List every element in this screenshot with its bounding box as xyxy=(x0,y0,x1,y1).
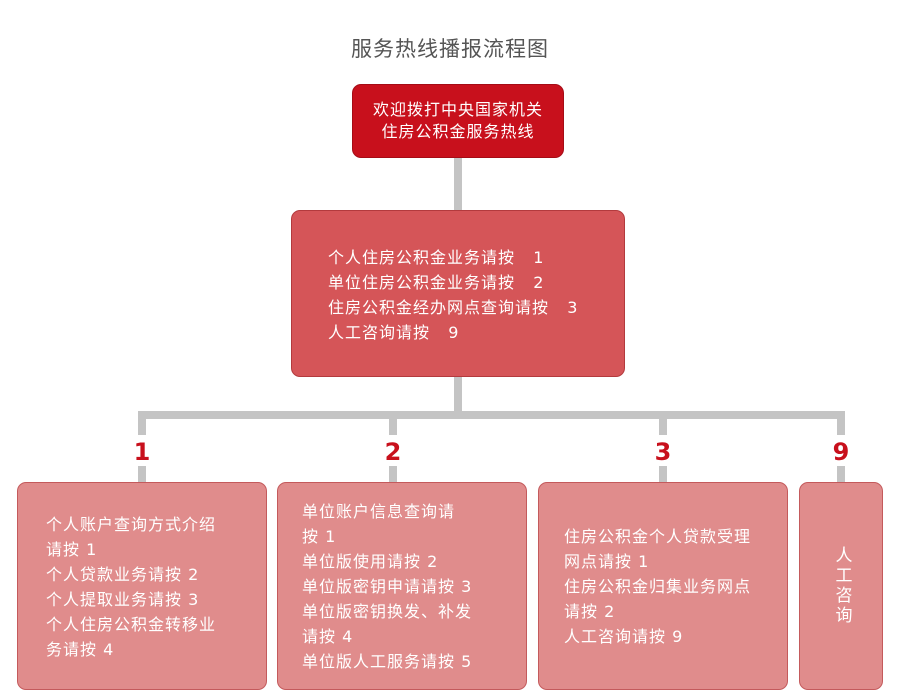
menu-option-outlets: 住房公积金经办网点查询请按 3 xyxy=(328,298,579,317)
connector-horizontal-bus xyxy=(138,411,845,419)
connector-branch-2 xyxy=(389,411,397,435)
branch-9-box: 人工咨询 xyxy=(799,482,883,690)
connector-menu-to-bus xyxy=(454,377,462,417)
welcome-line-1: 欢迎拨打中央国家机关 xyxy=(372,100,543,119)
menu-option-personal: 个人住房公积金业务请按 1 xyxy=(328,248,545,267)
menu-option-unit: 单位住房公积金业务请按 2 xyxy=(328,273,545,292)
main-menu-box: 个人住房公积金业务请按 1 单位住房公积金业务请按 2 住房公积金经办网点查询请… xyxy=(291,210,625,377)
branch-2-text: 单位账户信息查询请 按 1 单位版使用请按 2 单位版密钥申请请按 3 单位版密… xyxy=(302,502,473,671)
connector-branch-9-lower xyxy=(837,466,845,482)
branch-number-1: 1 xyxy=(133,438,151,466)
branch-number-9: 9 xyxy=(832,438,850,466)
branch-1-text: 个人账户查询方式介绍 请按 1 个人贷款业务请按 2 个人提取业务请按 3 个人… xyxy=(46,515,217,659)
branch-9-text: 人工咨询 xyxy=(831,546,852,626)
branch-3-box: 住房公积金个人贷款受理 网点请按 1 住房公积金归集业务网点 请按 2 人工咨询… xyxy=(538,482,788,690)
branch-2-box: 单位账户信息查询请 按 1 单位版使用请按 2 单位版密钥申请请按 3 单位版密… xyxy=(277,482,527,690)
welcome-line-2: 住房公积金服务热线 xyxy=(381,122,535,141)
branch-number-2: 2 xyxy=(384,438,402,466)
hotline-welcome-box: 欢迎拨打中央国家机关 住房公积金服务热线 xyxy=(352,84,564,158)
connector-top-to-menu xyxy=(454,158,462,210)
connector-branch-9 xyxy=(837,411,845,435)
diagram-title: 服务热线播报流程图 xyxy=(351,37,549,61)
connector-branch-3 xyxy=(659,411,667,435)
branch-1-box: 个人账户查询方式介绍 请按 1 个人贷款业务请按 2 个人提取业务请按 3 个人… xyxy=(17,482,267,690)
branch-number-3: 3 xyxy=(654,438,672,466)
connector-branch-1 xyxy=(138,411,146,435)
menu-option-manual: 人工咨询请按 9 xyxy=(328,323,460,342)
branch-3-text: 住房公积金个人贷款受理 网点请按 1 住房公积金归集业务网点 请按 2 人工咨询… xyxy=(564,527,752,646)
connector-branch-3-lower xyxy=(659,466,667,482)
connector-branch-1-lower xyxy=(138,466,146,482)
connector-branch-2-lower xyxy=(389,466,397,482)
